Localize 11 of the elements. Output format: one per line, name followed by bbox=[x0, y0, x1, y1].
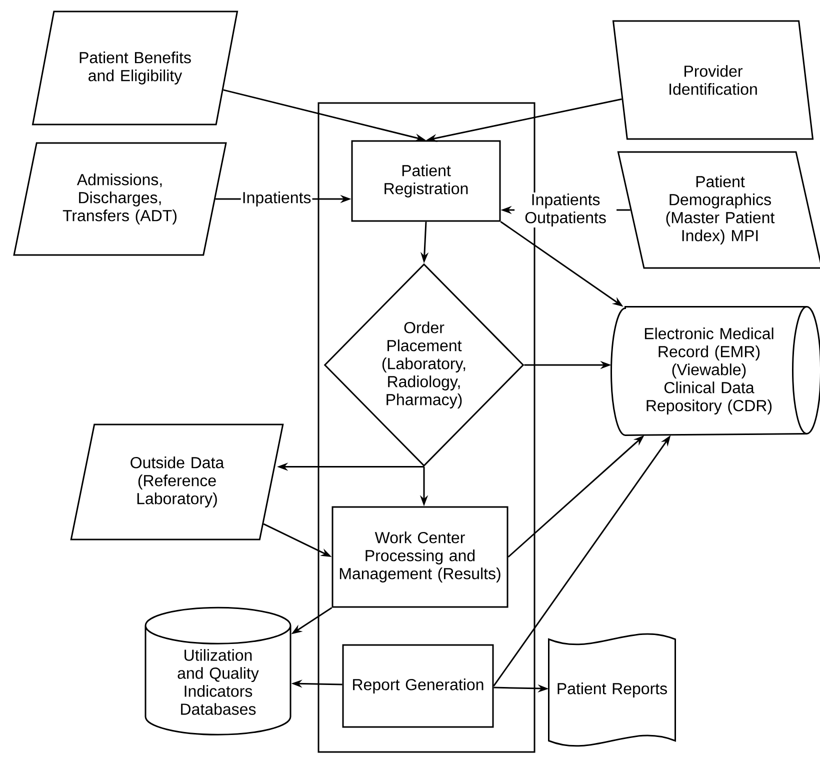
process-box: Work Center Processing and Management (Results) bbox=[332, 506, 508, 608]
edge-label: Inpatients Outpatients bbox=[514, 192, 617, 228]
process-box: Report Generation bbox=[342, 644, 494, 728]
data-parallelogram: Provider Identification bbox=[612, 20, 814, 140]
data-parallelogram: Outside Data (Reference Laboratory) bbox=[70, 424, 284, 540]
database-cylinder: Electronic Medical Record (EMR) (Viewable) Clinical Data Repository (CDR) bbox=[610, 306, 820, 436]
edge-label: Inpatients bbox=[240, 190, 312, 208]
database-cylinder: Utilization and Quality Indicators Databases bbox=[144, 606, 292, 736]
process-box: Patient Registration bbox=[351, 140, 501, 222]
data-parallelogram: Admissions, Discharges, Transfers (ADT) bbox=[13, 142, 227, 256]
data-parallelogram: Patient Demographics (Master Patient Index) MPI bbox=[617, 151, 820, 269]
